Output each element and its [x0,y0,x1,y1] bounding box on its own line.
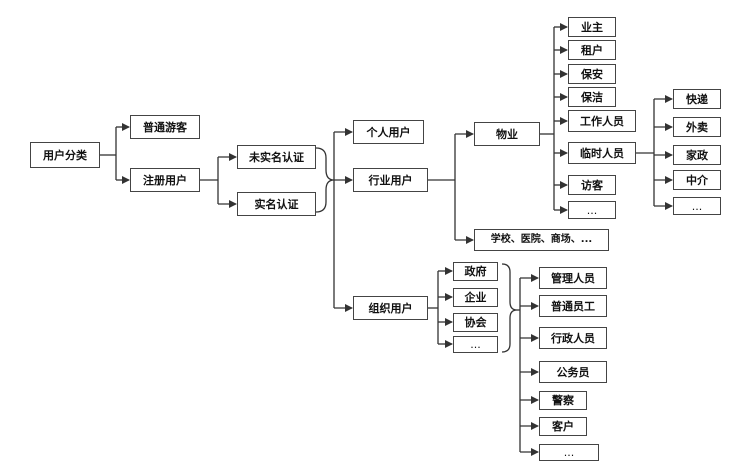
node-courier: 快递 [673,89,721,109]
node-regular-employee: 普通员工 [539,295,607,317]
node-agent: 中介 [673,170,721,190]
node-guest: 普通游客 [130,115,200,139]
node-takeout: 外卖 [673,117,721,137]
node-role-more: ... [539,444,599,461]
node-administrative-staff: 行政人员 [539,327,607,349]
node-owner: 业主 [568,17,616,37]
node-property-more: ... [568,201,616,219]
node-enterprise: 企业 [453,288,498,307]
node-government: 政府 [453,262,498,281]
node-temp-more: ... [673,197,721,215]
node-tenant: 租户 [568,40,616,60]
node-verified: 实名认证 [237,192,316,216]
node-unverified: 未实名认证 [237,145,316,169]
node-user-classification: 用户分类 [30,142,100,168]
node-registered-user: 注册用户 [130,168,200,192]
node-staff: 工作人员 [568,110,636,132]
node-management: 管理人员 [539,267,607,289]
node-industry-user: 行业用户 [353,168,428,192]
node-cleaner: 保洁 [568,87,616,107]
node-housekeeping: 家政 [673,145,721,165]
node-personal-user: 个人用户 [353,120,424,144]
node-org-more: ... [453,336,498,353]
node-property: 物业 [474,122,540,146]
node-temporary-personnel: 临时人员 [568,142,636,164]
node-organization-user: 组织用户 [353,296,428,320]
node-schools-hospitals-malls: 学校、医院、商场、... [474,229,609,251]
node-visitor: 访客 [568,175,616,195]
node-client: 客户 [539,417,587,436]
node-association: 协会 [453,313,498,332]
node-police: 警察 [539,391,587,410]
node-civil-servant: 公务员 [539,361,607,383]
node-security-guard: 保安 [568,64,616,84]
